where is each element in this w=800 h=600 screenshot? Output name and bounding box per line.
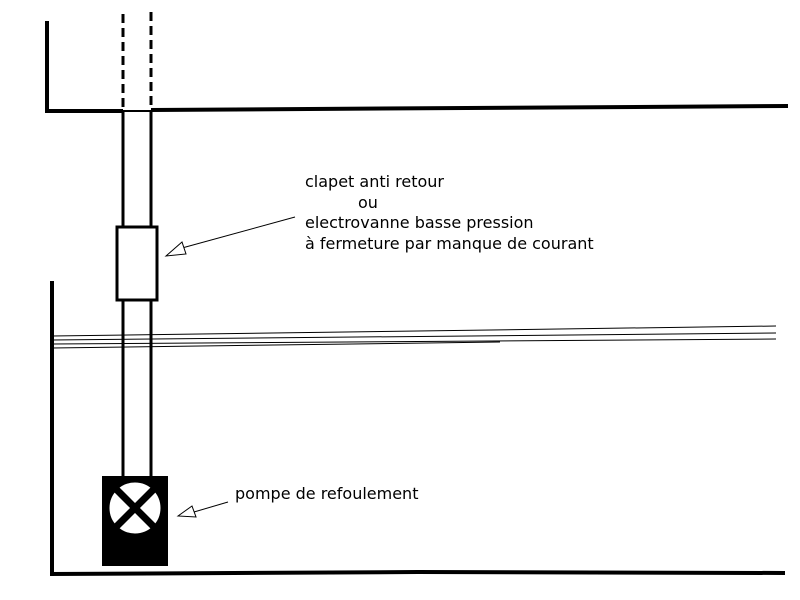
valve-label-line1: clapet anti retour bbox=[305, 172, 444, 191]
water-level bbox=[51, 325, 777, 349]
valve-arrow-icon bbox=[164, 216, 296, 257]
pump-label: pompe de refoulement bbox=[235, 484, 418, 503]
lower-structure bbox=[49, 281, 786, 576]
pipe-dashed-extension bbox=[121, 12, 153, 111]
lower-floor-left bbox=[49, 570, 419, 576]
circle-with-cross-icon bbox=[106, 479, 164, 537]
vertical-pipe bbox=[121, 111, 153, 477]
upper-structure bbox=[45, 21, 789, 113]
valve-label-line4: à fermeture par manque de courant bbox=[305, 234, 594, 253]
pump-arrow-icon bbox=[176, 501, 229, 518]
pump bbox=[102, 476, 168, 566]
valve-body bbox=[115, 225, 159, 302]
lower-floor-right bbox=[417, 570, 786, 575]
valve-label-line2: ou bbox=[358, 193, 378, 212]
upper-floor-right bbox=[150, 104, 789, 112]
valve-label-line3: electrovanne basse pression bbox=[305, 213, 534, 232]
